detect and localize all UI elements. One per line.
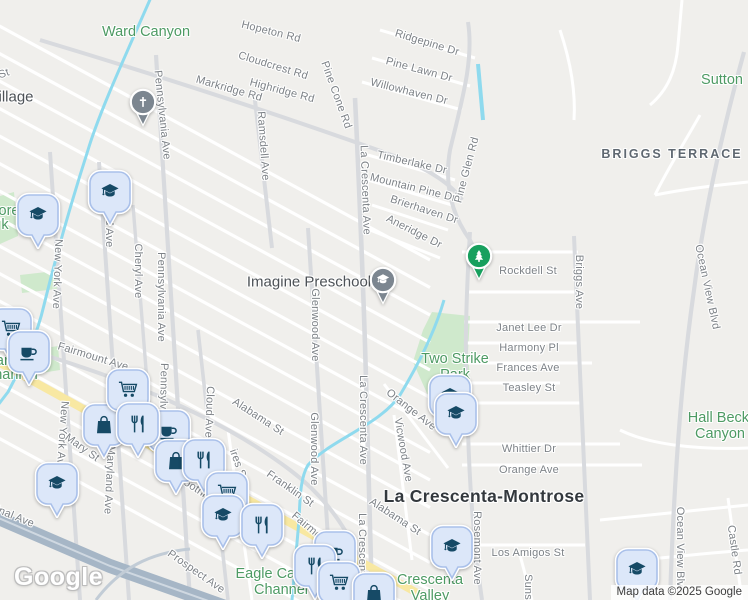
graduation-cap-icon bbox=[628, 561, 646, 575]
shopping-cart-marker[interactable] bbox=[316, 560, 362, 600]
graduation-cap-icon bbox=[447, 405, 465, 419]
graduation-cap-marker[interactable] bbox=[433, 391, 479, 453]
pin-shape bbox=[316, 560, 362, 600]
pond-segment bbox=[476, 63, 485, 121]
street-label: Whittier Dr bbox=[501, 442, 557, 455]
minor-street bbox=[0, 24, 431, 262]
street-label: Frances Ave bbox=[496, 361, 560, 374]
graduation-cap-marker[interactable] bbox=[34, 461, 80, 523]
area-label: k bbox=[1, 216, 9, 233]
pin-shape bbox=[433, 391, 479, 450]
cafe-icon bbox=[20, 347, 37, 361]
ramsdell-ave-road bbox=[252, 91, 274, 249]
shopping-cart-icon bbox=[329, 574, 349, 590]
minor-street bbox=[0, 299, 431, 537]
street-label: Orange Ave bbox=[499, 463, 559, 476]
shopping-cart-icon bbox=[118, 381, 138, 397]
minor-street bbox=[0, 79, 431, 317]
pin-shape bbox=[239, 502, 285, 561]
cafe-marker[interactable] bbox=[6, 329, 52, 391]
street-label: Teasley St bbox=[502, 381, 556, 394]
minor-street bbox=[0, 134, 431, 372]
city-label: La Crescenta-Montrose bbox=[383, 486, 585, 507]
tree-icon bbox=[474, 250, 484, 262]
graduation-cap-marker[interactable] bbox=[200, 493, 246, 555]
shopping-bag-icon bbox=[169, 451, 183, 470]
street-label: Janet Lee Dr bbox=[496, 321, 562, 334]
pin-shape bbox=[87, 169, 133, 228]
street-label: Los Amigos St bbox=[491, 546, 565, 559]
stream-east bbox=[290, 299, 446, 600]
markridge-rd-road bbox=[39, 38, 464, 202]
shopping-bag-marker[interactable] bbox=[351, 571, 397, 600]
briggs-ave-road bbox=[572, 235, 592, 600]
minor-streets bbox=[226, 0, 748, 600]
area-label: Crescenta Valley bbox=[396, 571, 464, 600]
area-label: Sutton bbox=[701, 71, 743, 88]
shopping-bag-icon bbox=[367, 584, 381, 600]
graduation-cap-icon bbox=[376, 274, 390, 284]
graduation-cap-icon bbox=[214, 507, 232, 521]
minor-street bbox=[0, 409, 351, 600]
restaurant-icon bbox=[255, 516, 268, 534]
area-label: Ward Canyon bbox=[101, 23, 191, 40]
area-label: ore bbox=[0, 202, 20, 219]
circle-poi-shape bbox=[129, 88, 157, 127]
poi-label: Imagine Preschool bbox=[246, 273, 372, 291]
church-cross-marker[interactable] bbox=[126, 86, 160, 133]
restaurant-marker[interactable] bbox=[239, 502, 285, 564]
pin-shape bbox=[429, 524, 475, 583]
pine-glen-rd-road bbox=[446, 21, 480, 257]
graduation-cap-marker[interactable] bbox=[15, 192, 61, 254]
pin-shape bbox=[115, 401, 161, 460]
street-label: Harmony Pl bbox=[499, 341, 559, 354]
pin-shape bbox=[34, 461, 80, 520]
freeway-210 bbox=[0, 510, 227, 600]
neighborhood-label: BRIGGS TERRACE bbox=[601, 147, 743, 161]
graduation-cap-marker[interactable] bbox=[87, 169, 133, 231]
shopping-bag-icon bbox=[97, 415, 111, 434]
minor-street bbox=[0, 216, 431, 454]
pin-shape bbox=[15, 192, 61, 251]
graduation-cap-marker[interactable] bbox=[366, 264, 400, 311]
map-attribution: Map data ©2025 Google bbox=[610, 585, 748, 600]
google-logo[interactable]: Google bbox=[14, 563, 104, 591]
restaurant-icon bbox=[131, 415, 144, 433]
pin-shape bbox=[81, 402, 127, 461]
graduation-cap-icon bbox=[443, 538, 461, 552]
pin-shape bbox=[6, 329, 52, 388]
graduation-cap-icon bbox=[48, 475, 66, 489]
circle-poi-shape bbox=[369, 266, 397, 305]
graduation-cap-marker[interactable] bbox=[429, 524, 475, 586]
pennsylvania-ave-road bbox=[153, 54, 193, 600]
pin-shape bbox=[351, 571, 397, 600]
area-label: Hall Beckl Canyon bbox=[687, 409, 748, 442]
minor-street bbox=[0, 51, 431, 289]
pin-shape bbox=[200, 493, 246, 552]
fairmount-ave-road bbox=[0, 339, 362, 561]
restaurant-icon bbox=[197, 451, 210, 469]
tree-marker[interactable] bbox=[462, 240, 496, 287]
minor-street bbox=[0, 161, 431, 399]
ocean-view-blvd-road bbox=[667, 51, 747, 600]
circle-poi-shape bbox=[465, 242, 493, 281]
shopping-bag-marker[interactable] bbox=[81, 402, 127, 464]
street-label: Rockdell St bbox=[499, 264, 557, 277]
poi-label: illage bbox=[0, 88, 34, 106]
la-crescenta-ave-road bbox=[352, 97, 375, 600]
restaurant-marker[interactable] bbox=[115, 401, 161, 463]
minor-street bbox=[0, 106, 431, 344]
church-cross-icon bbox=[139, 97, 147, 107]
